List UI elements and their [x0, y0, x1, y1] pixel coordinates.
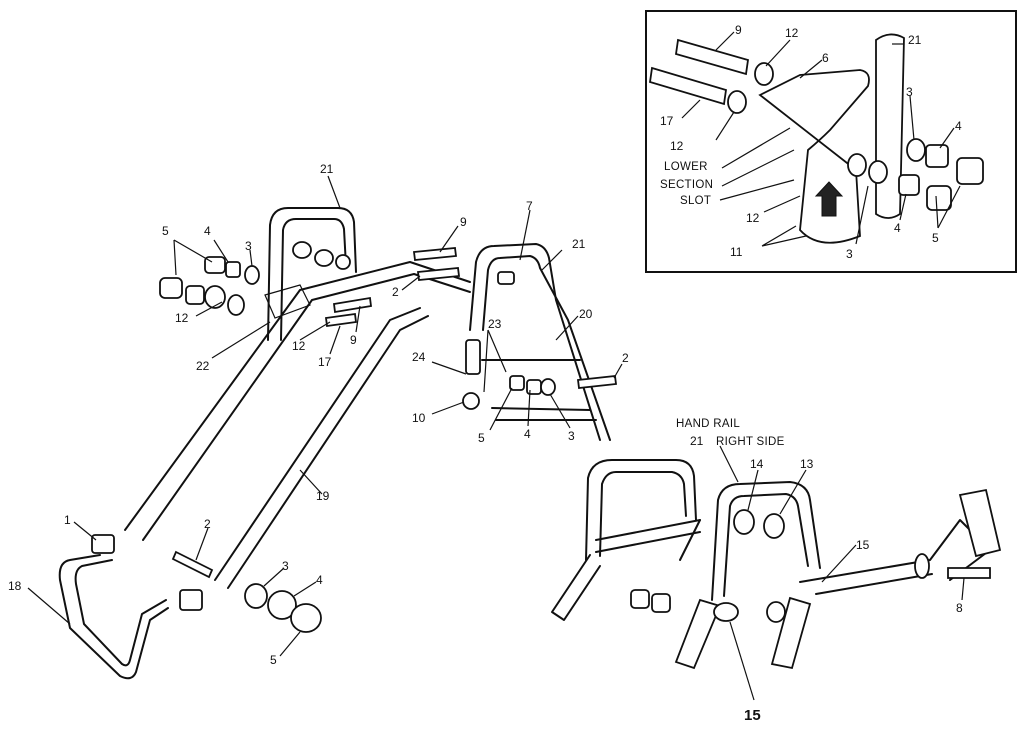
- callout-17: 17: [318, 355, 332, 369]
- main-assembly: [58, 207, 618, 680]
- inset-callout-4: 4: [955, 119, 962, 133]
- callout-23: 23: [488, 317, 502, 331]
- inset-callout-5: 5: [932, 231, 939, 245]
- callout-5: 5: [162, 224, 169, 238]
- callout-12b: 12: [292, 339, 306, 353]
- right-callout-15: 15: [856, 538, 870, 552]
- rail-19-second-outer: [214, 307, 421, 581]
- right-assembly: [551, 459, 1002, 670]
- callout-2b: 2: [622, 351, 629, 365]
- callout-21: 21: [320, 162, 334, 176]
- callout-3: 3: [245, 239, 252, 253]
- inset-text-lower: LOWER: [664, 161, 708, 173]
- inset-callout-17: 17: [660, 114, 674, 128]
- handrail-21-left-inner: [280, 218, 347, 341]
- callout-10: 10: [412, 411, 426, 425]
- callout-9: 9: [460, 215, 467, 229]
- right-callout-13: 13: [800, 457, 814, 471]
- inset-callout-3b: 3: [846, 247, 853, 261]
- callout-labels: 21 5 4 3 12 22 9 2 12 17 9 7 21 20 23 24…: [8, 23, 963, 724]
- inset-callout-12b: 12: [670, 139, 684, 153]
- right-callout-15b: 15: [744, 707, 761, 724]
- callout-4c: 4: [316, 573, 323, 587]
- right-text-hand-rail: HAND RAIL: [676, 418, 740, 430]
- handrail-left-view: [585, 459, 697, 561]
- callout-24: 24: [412, 350, 426, 364]
- right-callout-21: 21: [690, 434, 704, 448]
- inset-callout-6: 6: [822, 51, 829, 65]
- frame-18: [58, 554, 169, 680]
- inset-callout-11: 11: [730, 245, 743, 259]
- inset-text-section: SECTION: [660, 179, 713, 191]
- callout-9b: 9: [350, 333, 357, 347]
- inset-text-slot: SLOT: [680, 195, 711, 207]
- inset-callout-12c: 12: [746, 211, 760, 225]
- right-callout-8: 8: [956, 601, 963, 615]
- callout-4: 4: [204, 224, 211, 238]
- left-hardware: [159, 256, 260, 316]
- callout-4b: 4: [524, 427, 531, 441]
- callout-7: 7: [526, 199, 533, 213]
- callout-3c: 3: [282, 559, 289, 573]
- inset-callout-12: 12: [785, 26, 799, 40]
- handrail-21-right-side: [711, 481, 821, 601]
- handrail-20-leg: [482, 255, 611, 441]
- callout-21b: 21: [572, 237, 586, 251]
- handrail-21-right: [469, 243, 601, 441]
- inset-detail: [645, 10, 1017, 273]
- right-text-right-side: RIGHT SIDE: [716, 436, 785, 448]
- callout-22: 22: [196, 359, 210, 373]
- callout-2c: 2: [204, 517, 211, 531]
- rail-19-second-inner: [227, 315, 429, 589]
- callout-12: 12: [175, 311, 189, 325]
- rail-19-outer: [124, 261, 471, 531]
- callout-1: 1: [64, 513, 71, 527]
- callout-3b: 3: [568, 429, 575, 443]
- handrail-21-left: [267, 207, 357, 341]
- inset-callout-9: 9: [735, 23, 742, 37]
- rail-19-inner: [142, 273, 471, 541]
- inset-callout-21: 21: [908, 33, 922, 47]
- inset-callout-4b: 4: [894, 221, 901, 235]
- callout-5c: 5: [270, 653, 277, 667]
- callout-2: 2: [392, 285, 399, 299]
- right-callout-14: 14: [750, 457, 764, 471]
- inset-callout-3: 3: [906, 85, 913, 99]
- callout-18: 18: [8, 579, 22, 593]
- callout-5b: 5: [478, 431, 485, 445]
- callout-20: 20: [579, 307, 593, 321]
- callout-19: 19: [316, 489, 330, 503]
- leader-lines: [27, 31, 965, 701]
